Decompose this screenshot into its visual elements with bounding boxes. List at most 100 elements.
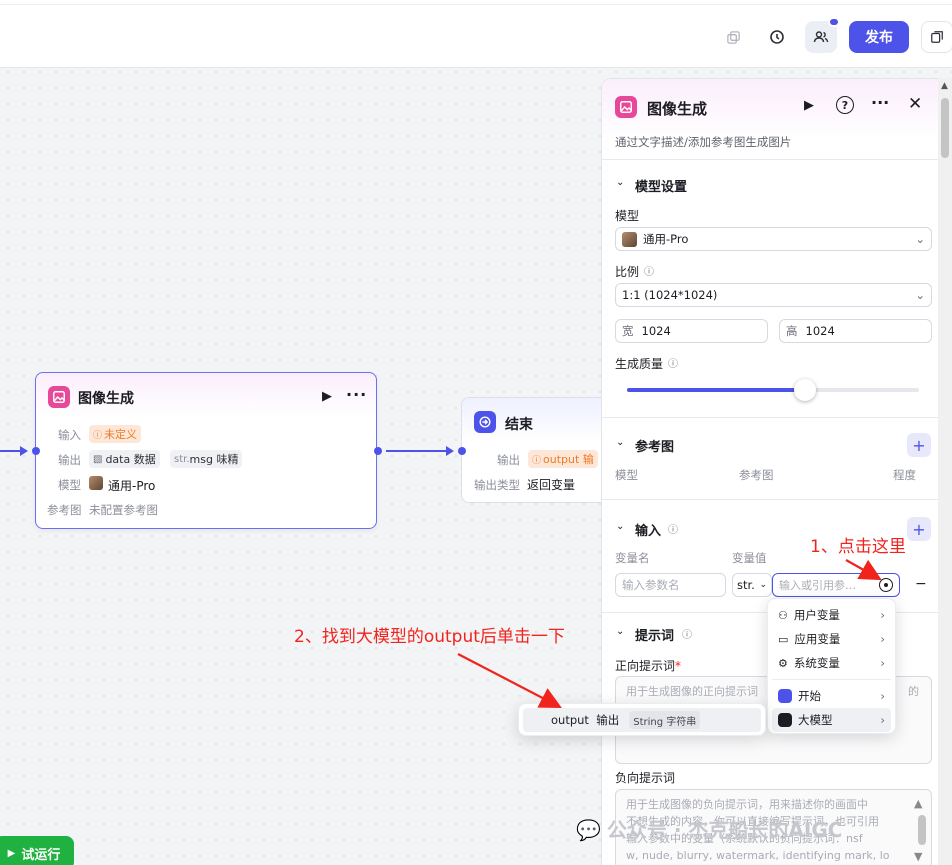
chevron-down-icon: ⌄ xyxy=(915,232,925,246)
output-label: 输出 xyxy=(58,453,81,467)
info-icon[interactable]: ⓘ xyxy=(668,525,678,536)
inner-scroll-down-icon[interactable]: ▼ xyxy=(914,850,923,863)
quality-label: 生成质量 xyxy=(615,357,664,371)
info-icon[interactable]: ⓘ xyxy=(682,630,692,641)
copy-icon[interactable] xyxy=(717,21,749,53)
output-type-value: 返回变量 xyxy=(527,478,576,492)
var-name: output xyxy=(551,713,589,727)
run-node-icon[interactable]: ▶ xyxy=(804,98,814,113)
negative-prompt-label: 负向提示词 xyxy=(615,771,676,785)
arrow-icon xyxy=(20,446,28,456)
edge-in xyxy=(0,450,20,452)
height-value: 1024 xyxy=(805,324,835,338)
negative-prompt-input[interactable]: 用于生成图像的负向提示词，用来描述你的画面中 不想生成的内容，你可以直接编写提示… xyxy=(615,789,932,865)
info-icon[interactable]: ⓘ xyxy=(668,359,678,370)
output-port[interactable] xyxy=(374,447,382,455)
quality-slider-handle[interactable] xyxy=(794,379,817,401)
warning-icon: ⓘ xyxy=(93,430,103,441)
col-var-name: 变量名 xyxy=(615,551,650,565)
scroll-thumb[interactable] xyxy=(941,98,949,158)
tag-text: 未定义 xyxy=(104,428,138,441)
reference-variable-icon[interactable] xyxy=(879,578,893,592)
output-variable-option[interactable]: output 输出 String 字符串 xyxy=(523,708,761,732)
string-type-icon: str. xyxy=(174,453,190,465)
annotation-step1: 1、点击这里 xyxy=(810,537,906,557)
chevron-down-icon[interactable]: ⌄ xyxy=(616,521,625,532)
close-icon[interactable]: ✕ xyxy=(908,94,923,114)
trial-run-button[interactable]: ▶ 试运行 xyxy=(0,836,74,865)
output-label: 输出 xyxy=(497,453,520,467)
inner-scroll-thumb[interactable] xyxy=(918,815,926,845)
chevron-right-icon: › xyxy=(880,656,885,670)
users-icon xyxy=(813,31,829,43)
placeholder-line: 不想生成的内容，你可以直接编写提示词，也可引用 xyxy=(626,815,879,828)
notification-badge xyxy=(828,17,840,27)
menu-item-app-vars[interactable]: ▭应用变量› xyxy=(772,627,891,651)
ratio-select[interactable]: 1:1 (1024*1024) ⌄ xyxy=(615,283,932,307)
panel-header xyxy=(602,79,942,157)
width-input[interactable]: 宽 1024 xyxy=(615,319,768,343)
chevron-down-icon[interactable]: ⌄ xyxy=(616,437,625,448)
run-node-icon[interactable]: ▶ xyxy=(322,389,332,404)
arrow-to-output xyxy=(457,653,562,709)
play-icon: ▶ xyxy=(7,847,16,859)
variable-source-menu: ⚇用户变量› ▭应用变量› ⚙系统变量› 开始› 大模型› xyxy=(767,598,896,734)
quality-slider-track[interactable] xyxy=(627,388,919,392)
scroll-up-icon[interactable]: ▲ xyxy=(941,81,948,91)
publish-button[interactable]: 发布 xyxy=(849,21,909,53)
history-icon[interactable] xyxy=(761,21,793,53)
image-node-icon xyxy=(615,96,637,118)
add-reference-button[interactable]: + xyxy=(907,433,931,457)
col-var-value: 变量值 xyxy=(732,551,767,565)
var-name-input[interactable]: 输入参数名 xyxy=(615,573,726,597)
edge-image-to-end xyxy=(386,450,446,452)
section-title-prompt: 提示词 xyxy=(635,629,675,644)
help-icon[interactable]: ? xyxy=(836,96,854,114)
input-port[interactable] xyxy=(32,447,40,455)
more-panel-icon[interactable] xyxy=(921,21,952,53)
divider xyxy=(602,417,942,418)
menu-item-system-vars[interactable]: ⚙系统变量› xyxy=(772,651,891,675)
remove-input-button[interactable]: − xyxy=(915,576,927,592)
info-icon[interactable]: ⓘ xyxy=(644,267,654,278)
model-label: 模型 xyxy=(615,209,640,223)
reference-value: 未配置参考图 xyxy=(89,503,158,517)
output-var-data: ▧ data 数据 xyxy=(89,450,160,468)
model-select[interactable]: 通用-Pro ⌄ xyxy=(615,227,932,251)
var-type-select[interactable]: str. ⌄ xyxy=(732,573,772,597)
panel-scrollbar[interactable] xyxy=(938,78,952,865)
height-input[interactable]: 高 1024 xyxy=(779,319,932,343)
var-name: msg xyxy=(189,452,213,466)
button-label: 试运行 xyxy=(21,847,61,863)
chevron-right-icon: › xyxy=(880,632,885,646)
width-prefix: 宽 xyxy=(622,324,634,338)
placeholder: 输入参数名 xyxy=(622,578,680,592)
menu-item-llm[interactable]: 大模型› xyxy=(772,708,891,732)
watermark: 💬公众号 · 杰克船长的AIGC xyxy=(576,814,842,843)
ratio-value: 1:1 (1024*1024) xyxy=(622,288,718,302)
placeholder-line: 用于生成图像的负向提示词，用来描述你的画面中 xyxy=(626,798,868,811)
menu-item-user-vars[interactable]: ⚇用户变量› xyxy=(772,603,891,627)
chevron-down-icon[interactable]: ⌄ xyxy=(616,177,625,188)
more-icon[interactable]: ··· xyxy=(346,385,368,404)
end-node-icon xyxy=(474,411,496,433)
var-desc: 输出 xyxy=(596,713,620,727)
more-icon[interactable]: ··· xyxy=(871,93,890,112)
divider xyxy=(0,4,952,5)
inner-scroll-up-icon[interactable]: ▲ xyxy=(914,797,923,810)
col-model: 模型 xyxy=(615,468,638,482)
warning-icon: ⓘ xyxy=(532,455,542,466)
menu-item-start[interactable]: 开始› xyxy=(772,684,891,708)
collaborators-button[interactable] xyxy=(805,17,840,53)
end-input-port[interactable] xyxy=(458,447,466,455)
output-var-msg: str.msg 味精 xyxy=(170,450,243,468)
var-name: data xyxy=(105,452,131,466)
image-node-icon xyxy=(48,386,70,408)
chevron-right-icon: › xyxy=(880,689,885,703)
section-title-reference: 参考图 xyxy=(635,440,675,455)
chevron-down-icon[interactable]: ⌄ xyxy=(616,626,625,637)
add-input-button[interactable]: + xyxy=(907,517,931,541)
